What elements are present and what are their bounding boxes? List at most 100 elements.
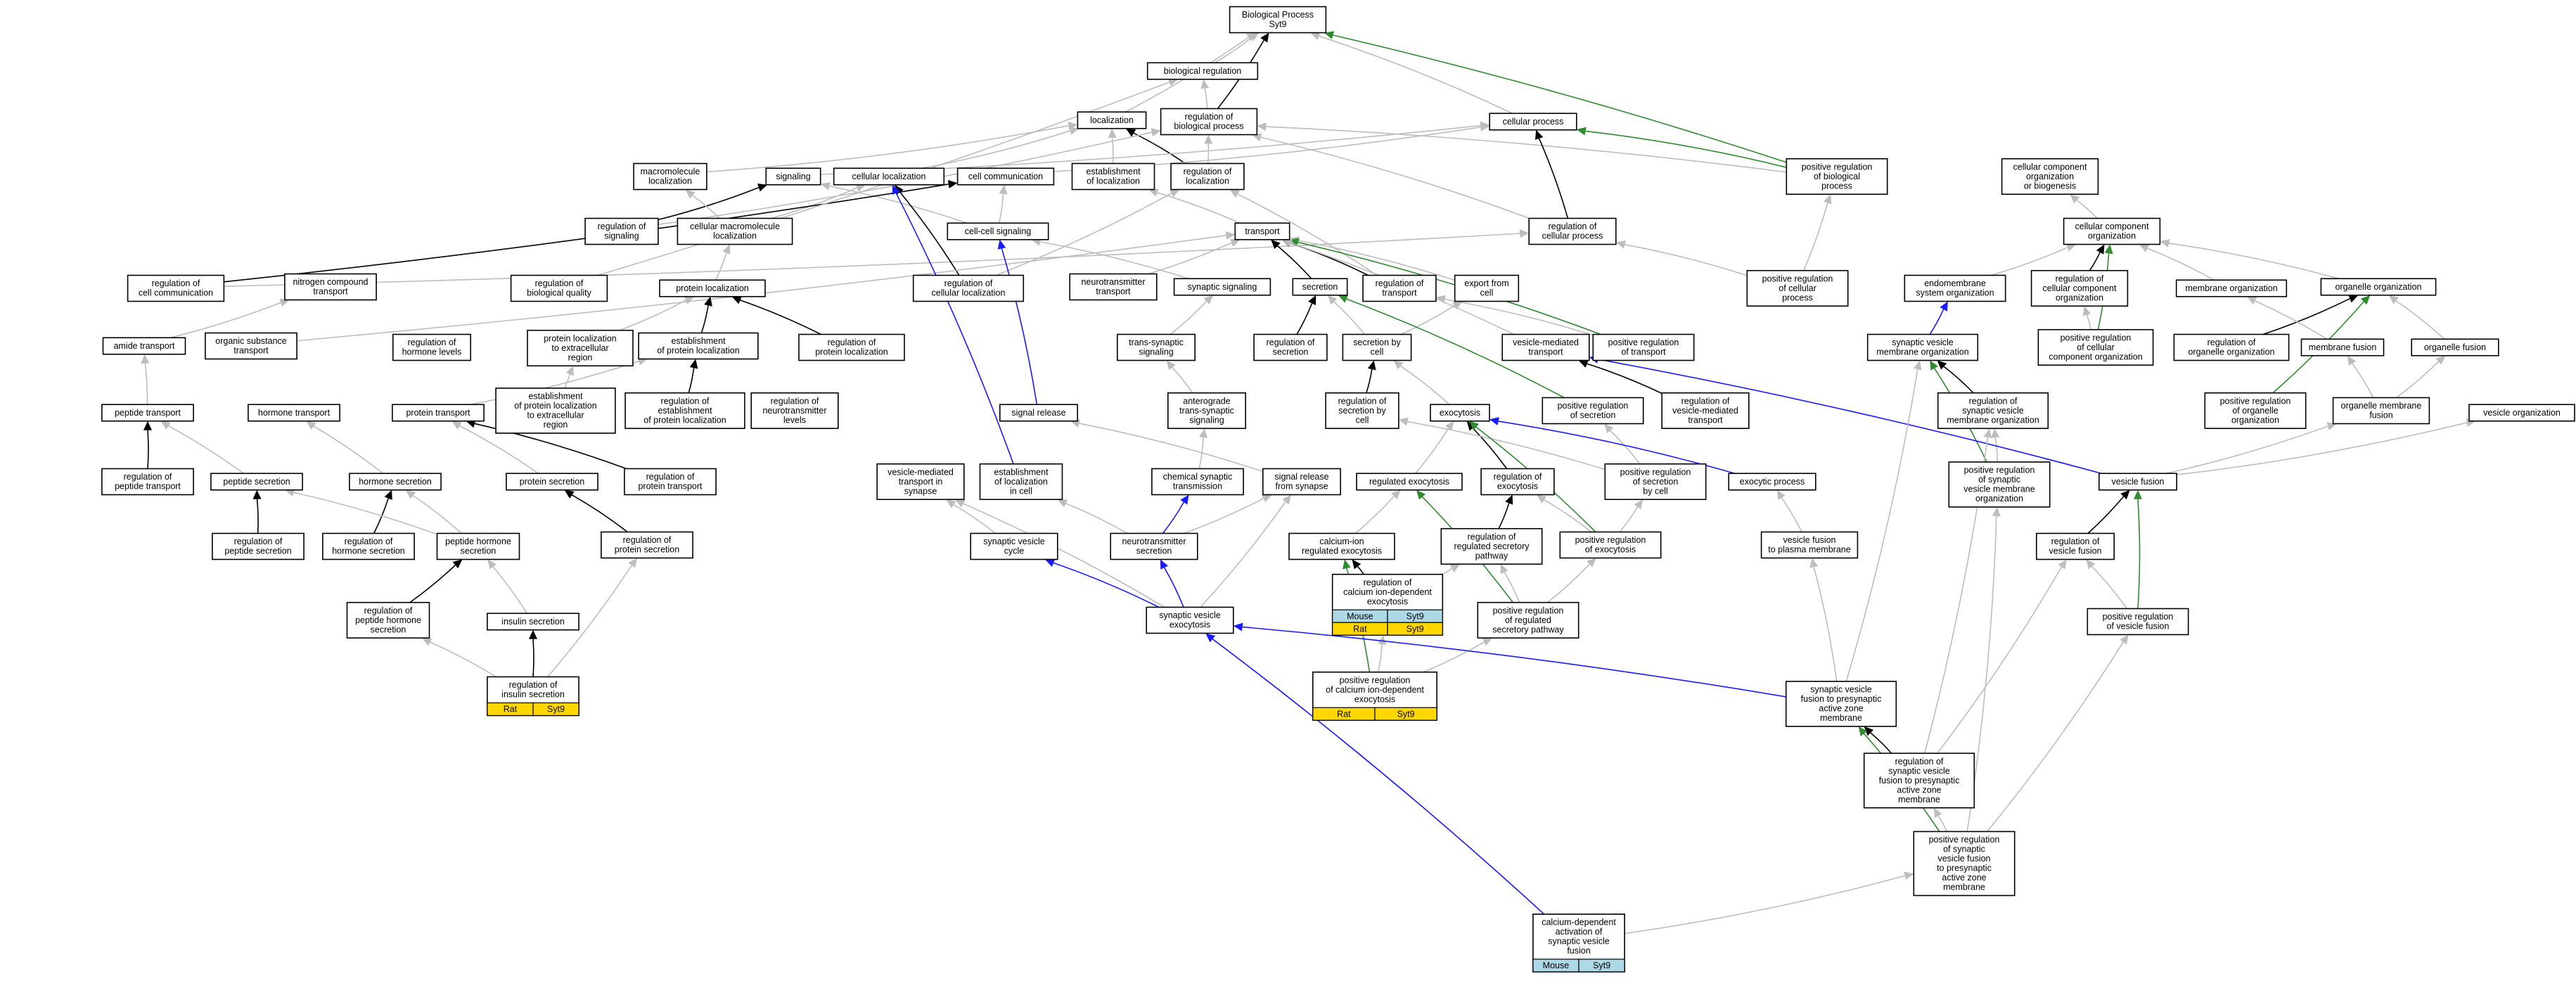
go-term-label: regulation of [124,472,172,482]
go-term-box [1489,113,1577,131]
go-term-label: secretion by [1338,406,1386,416]
go-term-box [2030,269,2129,307]
go-term-transport: transport [1234,222,1290,240]
go-term-label: Biological Process [1242,10,1314,20]
go-term-label: of protein localization [657,346,739,356]
go-term-label: positive regulation [1558,401,1629,411]
species-tag: Rat [487,702,534,717]
go-term-box [1480,468,1555,496]
go-term-label: organization [1975,494,2023,503]
go-term-label: vesicle-mediated [1513,338,1579,347]
go-term-label: vesicle fusion [2111,477,2164,487]
go-term-box [1454,274,1520,302]
go-term-vesicle-fusion: vesicle fusion [2098,473,2178,491]
go-term-box [1234,222,1290,240]
tag-label: Syt9 [547,705,565,714]
go-term-label: synaptic signaling [1188,282,1257,292]
go-term-label: cell-cell signaling [965,226,1032,236]
go-term-label: region [544,420,568,430]
edge-gray [1500,564,1520,603]
edge-black [1296,295,1316,335]
go-term-box [1170,162,1245,191]
go-term-box [1110,532,1198,560]
go-term-label: secretion [1302,282,1338,292]
edge-gray [715,244,731,281]
go-term-label: endomembrane [1924,278,1986,288]
go-term-box [510,274,608,302]
go-term-box [527,329,634,367]
go-term-label: exocytosis [1497,482,1538,492]
go-term-label: secretory pathway [1492,624,1564,634]
go-term-box [506,473,598,491]
go-term-label: transport [1382,288,1417,298]
tag-label: Rat [1353,624,1367,634]
go-term-label: regulation of [1184,167,1232,177]
go-term-label: signaling [1139,347,1173,357]
go-term-box [833,167,945,186]
go-term-label: amide transport [114,341,175,351]
go-term-label: of synaptic [1943,845,1985,854]
edge-gray [1108,128,1117,164]
gene-tag: Syt9 [1374,707,1437,721]
go-term-label: fusion [2369,411,2392,421]
go-term-label: of synaptic [1978,475,2020,485]
go-term-label: peptide transport [115,408,181,418]
go-term-label: macromolecule [641,167,700,177]
go-term-label: regulation of [646,472,695,482]
edge-gray [1624,871,1914,935]
edge-blue [1045,559,1160,608]
edge-gray [619,296,695,331]
go-term-exocytosis: exocytosis [1430,404,1490,422]
go-term-box [947,222,1049,240]
go-term-box [1913,830,2016,897]
go-term-label: cell communication [968,172,1043,181]
go-term-label: process [1782,293,1813,302]
edge-gray [1289,236,1455,281]
edge-gray [1354,489,1401,534]
go-term-cellular-localization: cellular localization [833,167,945,186]
go-term-hormone-transport: hormone transport [248,404,340,422]
edge-gray [1377,635,1387,672]
go-term-box [1728,473,1816,491]
go-term-label: hormone secretion [359,477,432,487]
go-term-amide-transport: amide transport [102,337,186,355]
go-term-box [284,273,377,301]
go-term-vesicle-organization: vesicle organization [2468,404,2575,422]
go-term-box [1440,527,1543,565]
edge-gray [2347,355,2374,398]
go-term-label: insulin secretion [501,690,565,700]
edge-gray [1166,360,1193,394]
edge-gray [1415,421,1454,474]
go-term-box [1528,217,1617,245]
edge-black [2087,489,2130,534]
go-term-label: cellular component [2075,222,2149,231]
go-term-label: anterograde [1183,396,1230,406]
edge-black [658,183,768,221]
go-term-label: insulin secretion [501,617,565,627]
go-term-label: transport [1245,226,1280,236]
edge-green [1324,31,1787,163]
go-term-label: calcium-ion [1319,537,1364,546]
go-term-label: regulation of [623,535,672,545]
edge-gray [547,558,638,678]
go-term-box [1325,392,1399,430]
go-term-label: vesicle-mediated [1672,406,1738,416]
go-term-label: fusion [1567,946,1590,956]
go-term-label: synaptic vesicle [1888,766,1950,776]
edge-green [1338,295,1565,399]
go-term-box [2320,278,2437,296]
go-term-label: transport [313,287,348,297]
